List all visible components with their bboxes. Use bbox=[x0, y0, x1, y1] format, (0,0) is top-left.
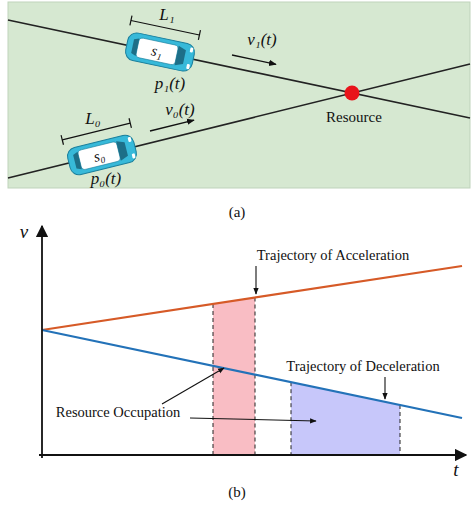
label-text: Resource Occupation bbox=[56, 405, 180, 421]
velocity-arrow bbox=[232, 55, 276, 64]
dashed-boundary bbox=[400, 405, 401, 455]
car-rear-window bbox=[131, 38, 140, 57]
bracket-tick bbox=[130, 16, 132, 26]
label-text: p₀(t) bbox=[91, 170, 121, 189]
car-headlight bbox=[190, 47, 194, 53]
label-text: t bbox=[453, 460, 458, 481]
label-text: L₀ bbox=[85, 110, 100, 129]
label-text: Trajectory of Deceleration bbox=[286, 359, 439, 375]
v-axis bbox=[41, 226, 43, 458]
car-rear-window bbox=[73, 152, 82, 171]
road-line bbox=[8, 20, 470, 118]
car-body bbox=[124, 31, 196, 72]
dashed-boundary bbox=[291, 382, 292, 455]
resource-dot bbox=[345, 86, 360, 101]
road-line bbox=[8, 64, 470, 178]
car-headlight bbox=[128, 136, 132, 142]
dashed-boundary bbox=[213, 304, 214, 455]
car-windshield bbox=[175, 46, 187, 67]
car-headlight bbox=[132, 153, 136, 159]
label-text: v₁(t) bbox=[247, 31, 277, 50]
acceleration-trajectory bbox=[42, 266, 462, 330]
car-headlight bbox=[186, 64, 190, 70]
label-text: Resource bbox=[326, 109, 382, 126]
leader-arrow bbox=[190, 418, 316, 421]
vehicle-node: s₁ bbox=[123, 30, 198, 74]
label-text: Trajectory of Acceleration bbox=[257, 248, 409, 264]
bracket-tick bbox=[129, 118, 131, 128]
bracket-tick bbox=[198, 30, 200, 40]
bracket-tick bbox=[61, 135, 63, 145]
car-windshield bbox=[116, 139, 129, 160]
vehicle-label: s₁ bbox=[134, 33, 179, 71]
occupation-band bbox=[213, 298, 255, 456]
label-text: (b) bbox=[228, 484, 246, 501]
dashed-boundary bbox=[255, 298, 256, 456]
label-text: (a) bbox=[229, 204, 246, 221]
label-text: L₁ bbox=[159, 6, 174, 25]
panel-background bbox=[8, 2, 470, 188]
t-axis bbox=[39, 454, 466, 456]
label-text: v₀(t) bbox=[165, 101, 195, 120]
velocity-arrow bbox=[150, 120, 194, 131]
label-text: p₁(t) bbox=[155, 75, 185, 94]
leader-arrow bbox=[162, 368, 224, 404]
leader-arrow bbox=[255, 266, 256, 294]
label-text: v bbox=[20, 222, 28, 243]
leader-arrow bbox=[384, 377, 385, 399]
